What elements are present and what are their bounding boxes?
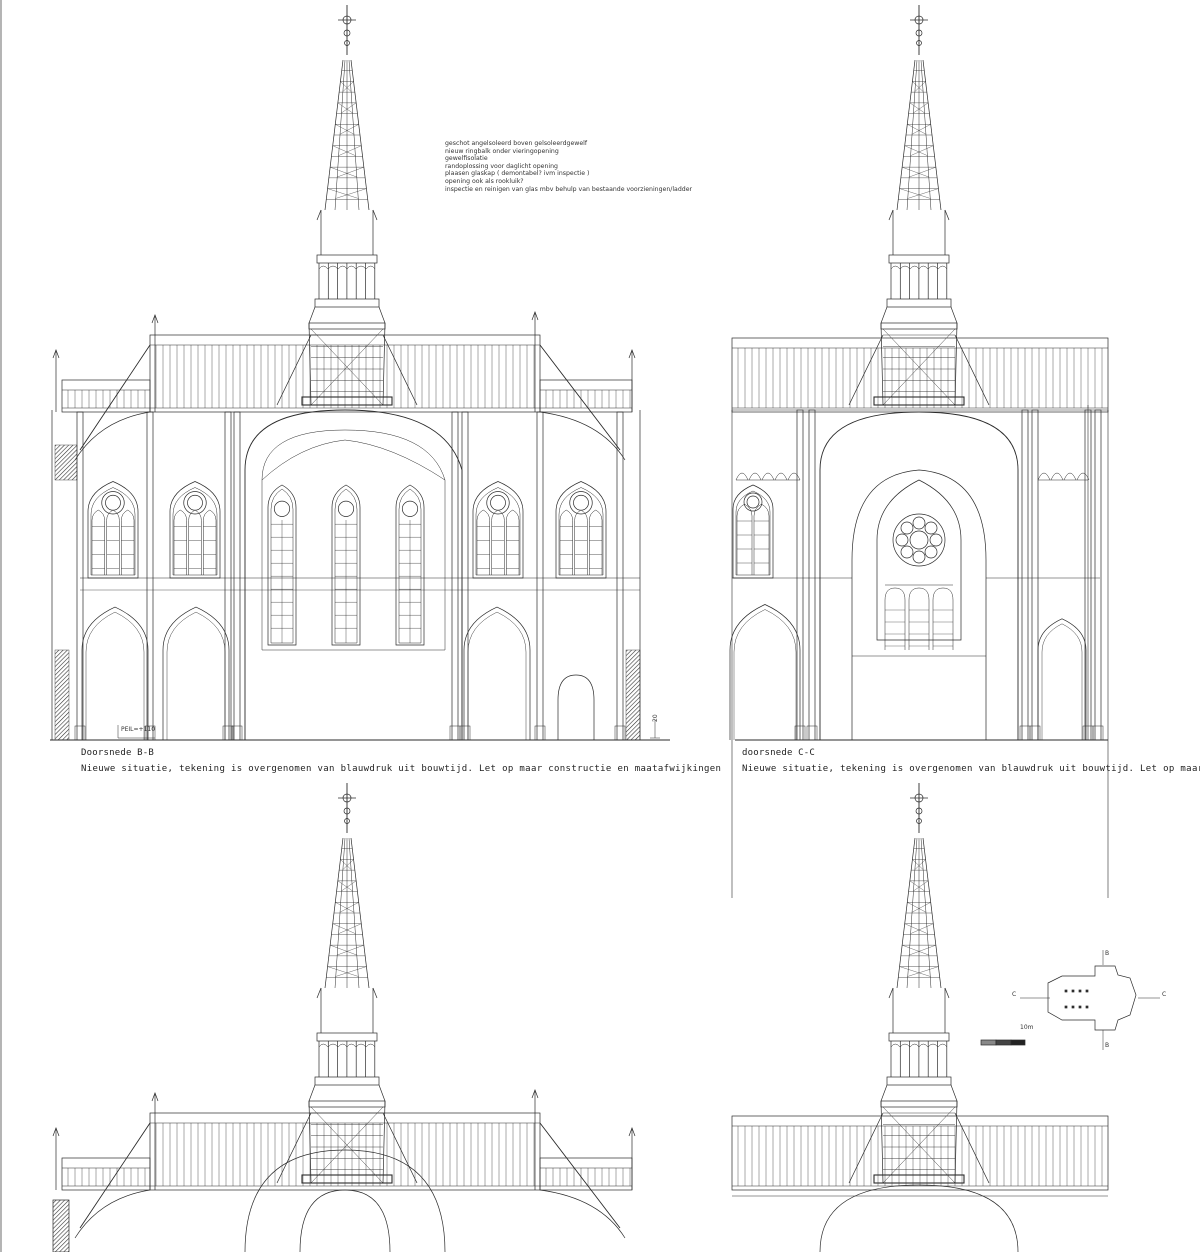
note-line: plaasen glaskap ( demontabel? ivm inspec…	[445, 170, 590, 178]
key-plan-mark-c-right: C	[1162, 991, 1167, 998]
section-bb-caption: Nieuwe situatie, tekening is overgenomen…	[81, 764, 722, 774]
lancet-window	[395, 484, 425, 646]
column	[222, 411, 234, 741]
arcade-arch	[81, 606, 149, 740]
column	[231, 411, 243, 741]
roof-bb-main	[149, 1112, 541, 1191]
rose-window	[876, 479, 962, 650]
arcade-arch	[463, 606, 531, 740]
roof-bb-left	[61, 1157, 151, 1191]
roof-bb-right	[539, 379, 633, 413]
note-line: nieuw ringbalk onder vieringopening	[445, 147, 559, 155]
roof-bb-main	[149, 334, 541, 413]
scale-bar-label: 10m	[1020, 1024, 1034, 1031]
window	[472, 481, 524, 579]
note-line: opening ook als rookluik?	[445, 177, 524, 185]
spire-bb	[276, 5, 418, 406]
section-cc-caption: Nieuwe situatie, tekening is overgenomen…	[742, 764, 1200, 774]
roof-bb-right	[539, 1157, 633, 1191]
window	[87, 481, 139, 579]
key-plan-mark-c-left: C	[1012, 991, 1017, 998]
column	[1029, 409, 1041, 741]
note-line: randoplossing voor daglicht opening	[445, 162, 558, 170]
note-line: geschot angelsoleerd boven gelsoleerdgew…	[445, 140, 588, 147]
window	[555, 481, 607, 579]
key-plan	[980, 950, 1160, 1050]
column	[614, 411, 626, 741]
arcade-arch	[1037, 618, 1087, 740]
column	[1019, 409, 1031, 741]
key-plan-mark-b-top: B	[1105, 950, 1110, 957]
window	[732, 484, 774, 579]
column	[144, 411, 156, 741]
section-cc-label-area: doorsnede C-C Nieuwe situatie, tekening …	[742, 748, 1200, 778]
design-notes: geschot angelsoleerd boven gelsoleerdgew…	[445, 140, 692, 193]
column	[459, 411, 471, 741]
arcade-arch	[729, 604, 801, 740]
note-line: gewelfisolatie	[445, 155, 488, 163]
section-bb-title: Doorsnede B-B	[81, 748, 155, 758]
roof-bb-left	[61, 379, 151, 413]
spire-bb	[276, 783, 418, 1184]
note-line: inspectie en reinigen van glas mbv behul…	[445, 185, 693, 193]
lancet-window	[331, 484, 361, 646]
lancet-window	[267, 484, 297, 646]
section-cc-title: doorsnede C-C	[742, 748, 816, 758]
window	[169, 481, 221, 579]
key-plan-mark-b-bottom: B	[1105, 1042, 1110, 1049]
column	[806, 409, 818, 741]
arcade-arch	[162, 606, 230, 740]
spire-cc	[848, 783, 990, 1184]
column	[534, 411, 546, 741]
roof-cc-main	[731, 1115, 1109, 1191]
column	[74, 411, 86, 741]
roof-cc-main	[731, 337, 1109, 413]
dimension-label: 20	[652, 714, 659, 722]
level-marker: PEIL=+110	[121, 726, 156, 733]
column	[1092, 409, 1104, 741]
spire-cc	[848, 5, 990, 406]
